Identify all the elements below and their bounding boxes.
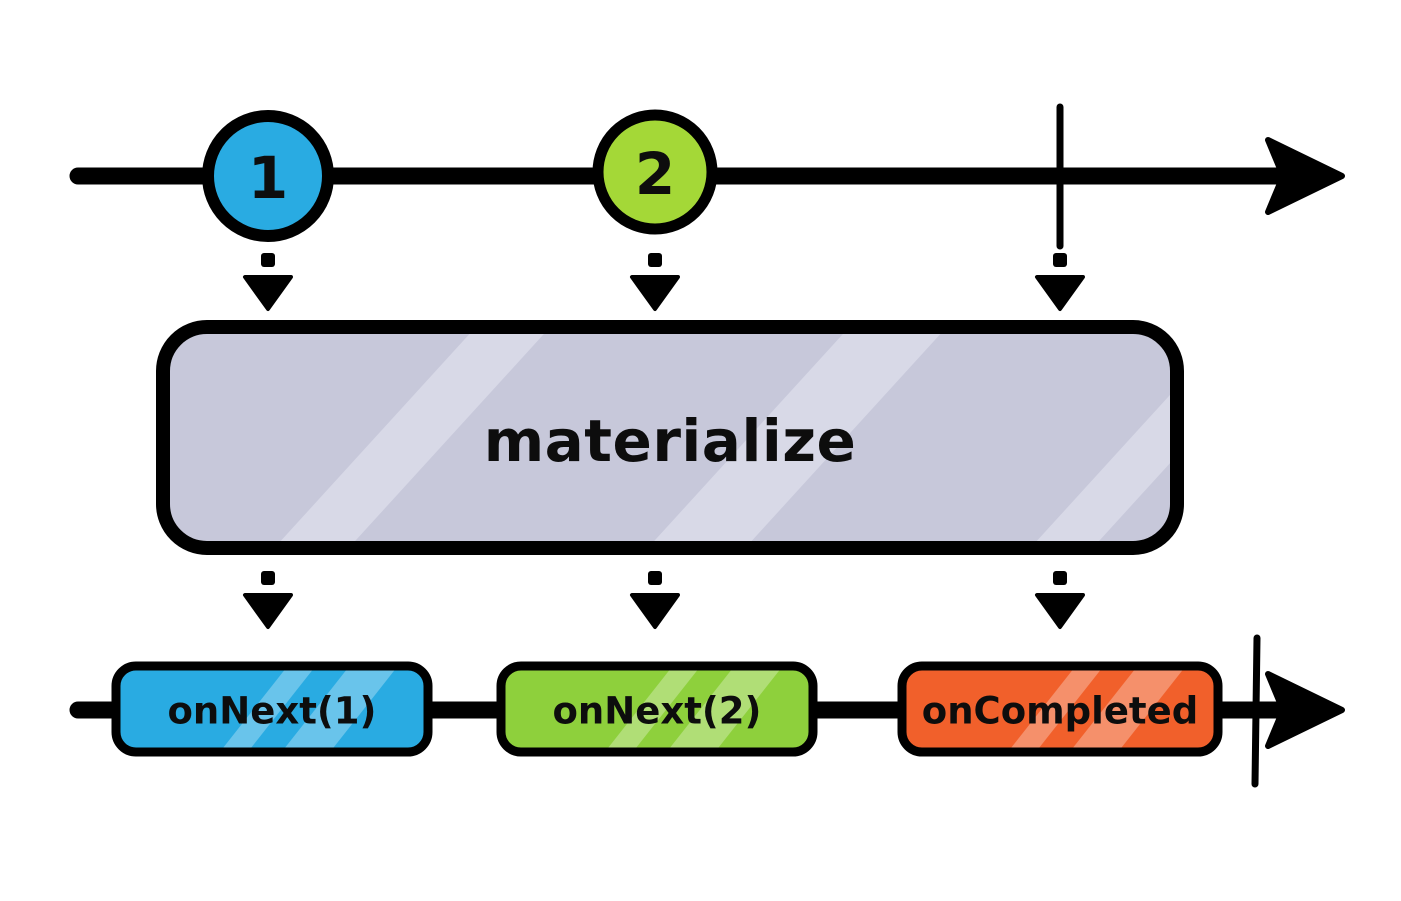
notification-onnext-1-label: onNext(1) <box>168 690 377 733</box>
down-arrow-icon <box>630 251 680 311</box>
notification-onnext-2-border <box>496 661 818 757</box>
down-arrow-icon <box>243 569 293 629</box>
marble-2: 2 <box>592 109 718 235</box>
marble-2-circle <box>592 109 718 235</box>
marble-1-circle <box>202 110 334 242</box>
output-arrowhead-icon <box>1265 671 1345 749</box>
notification-onnext-2-label: onNext(2) <box>553 690 762 733</box>
notification-oncompleted: onCompleted <box>897 661 1223 757</box>
notification-onnext-1-border <box>111 661 433 757</box>
notification-onnext-2-stripes <box>572 666 802 752</box>
down-arrow-icon <box>630 569 680 629</box>
down-arrow-icon <box>243 251 293 311</box>
notification-onnext-1: onNext(1) <box>111 661 433 757</box>
notification-onnext-1-fill <box>116 666 428 752</box>
operator-label: materialize <box>484 407 857 475</box>
marble-1: 1 <box>202 110 334 242</box>
operator-box-border <box>156 320 1184 555</box>
output-completion-tick <box>1251 634 1261 788</box>
operator-box-stripes <box>234 327 1177 548</box>
notification-oncompleted-border <box>897 661 1223 757</box>
marble-2-label: 2 <box>635 140 675 208</box>
notification-onnext-1-stripes <box>187 666 417 752</box>
notification-onnext-2: onNext(2) <box>496 661 818 757</box>
marble-1-label: 1 <box>248 144 288 212</box>
notification-oncompleted-label: onCompleted <box>922 690 1198 733</box>
down-arrow-icon <box>1035 251 1085 311</box>
operator-box: materialize <box>156 320 1184 555</box>
notification-onnext-2-fill <box>501 666 813 752</box>
operator-box-fill <box>163 327 1177 548</box>
notification-oncompleted-fill <box>902 666 1218 752</box>
source-arrowhead-icon <box>1265 137 1345 215</box>
notification-oncompleted-stripes <box>975 666 1205 752</box>
down-arrow-icon <box>1035 569 1085 629</box>
